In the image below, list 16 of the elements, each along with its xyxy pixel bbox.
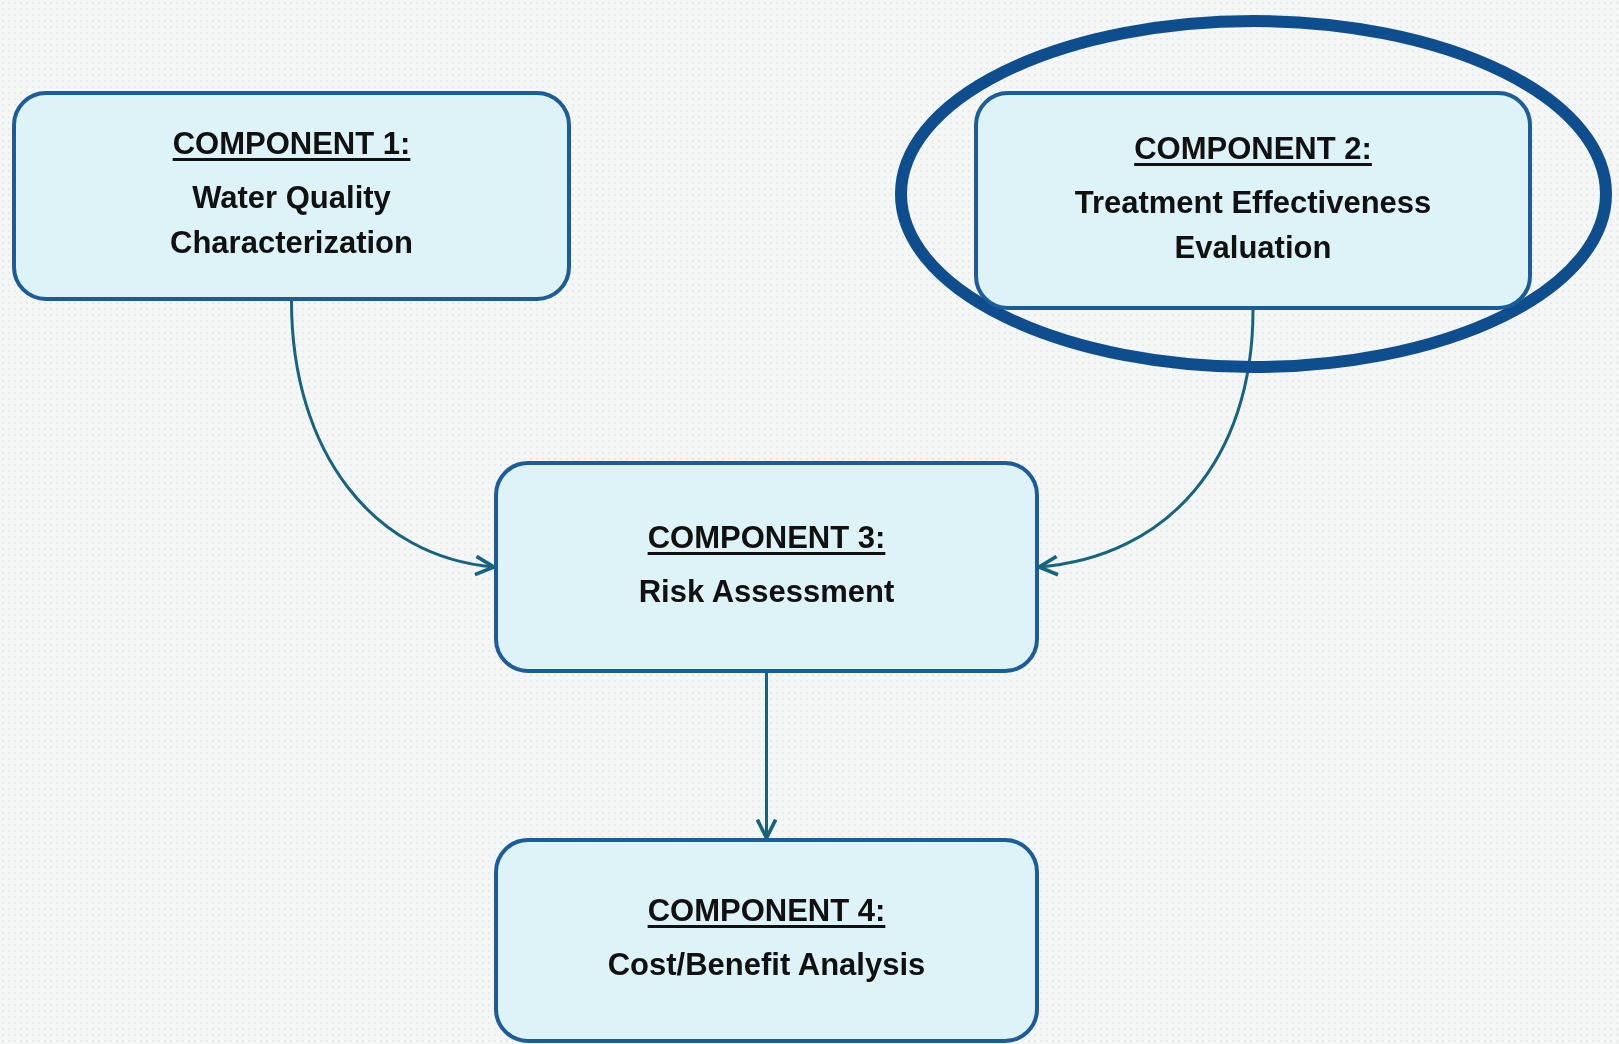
- process-box: [974, 91, 1532, 310]
- process-box: [494, 838, 1039, 1043]
- process-box: [12, 91, 571, 301]
- highlight-ellipse: [894, 14, 1613, 374]
- component-heading: COMPONENT 2:: [1134, 130, 1372, 167]
- component-title: Water Quality Characterization: [169, 179, 414, 262]
- arrow: [1037, 309, 1255, 576]
- component-heading: COMPONENT 4:: [647, 893, 886, 930]
- component-heading: COMPONENT 3:: [647, 519, 886, 556]
- component-title: Cost/Benefit Analysis: [607, 946, 926, 985]
- process-box: [494, 461, 1039, 673]
- arrow: [755, 673, 778, 840]
- component-heading: COMPONENT 1:: [172, 126, 411, 163]
- component-title: Treatment Effectiveness Evaluation: [1073, 183, 1433, 267]
- arrow: [290, 300, 496, 576]
- component-title: Risk Assessment: [638, 572, 895, 611]
